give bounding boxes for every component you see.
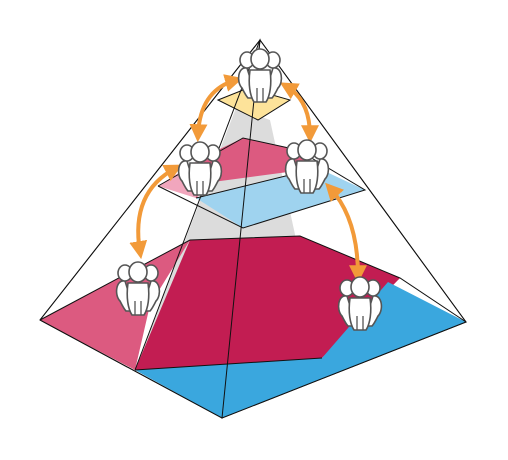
people-group-icon [337,276,383,331]
middle-layer-outline [157,137,367,229]
people-group-icon [177,141,223,196]
people-group-icon [115,261,161,316]
arrow-middle-left [129,164,183,260]
people-group-icon [237,48,283,103]
people-group-icon [284,139,330,194]
pyramid-edge-front-right [221,39,261,419]
arrow-top-left [189,74,243,143]
bottom-layer-blue-section [135,282,466,418]
bottom-layer-divider [134,357,323,371]
arrow-middle-right [325,182,367,284]
arrow-top-right [279,82,319,144]
